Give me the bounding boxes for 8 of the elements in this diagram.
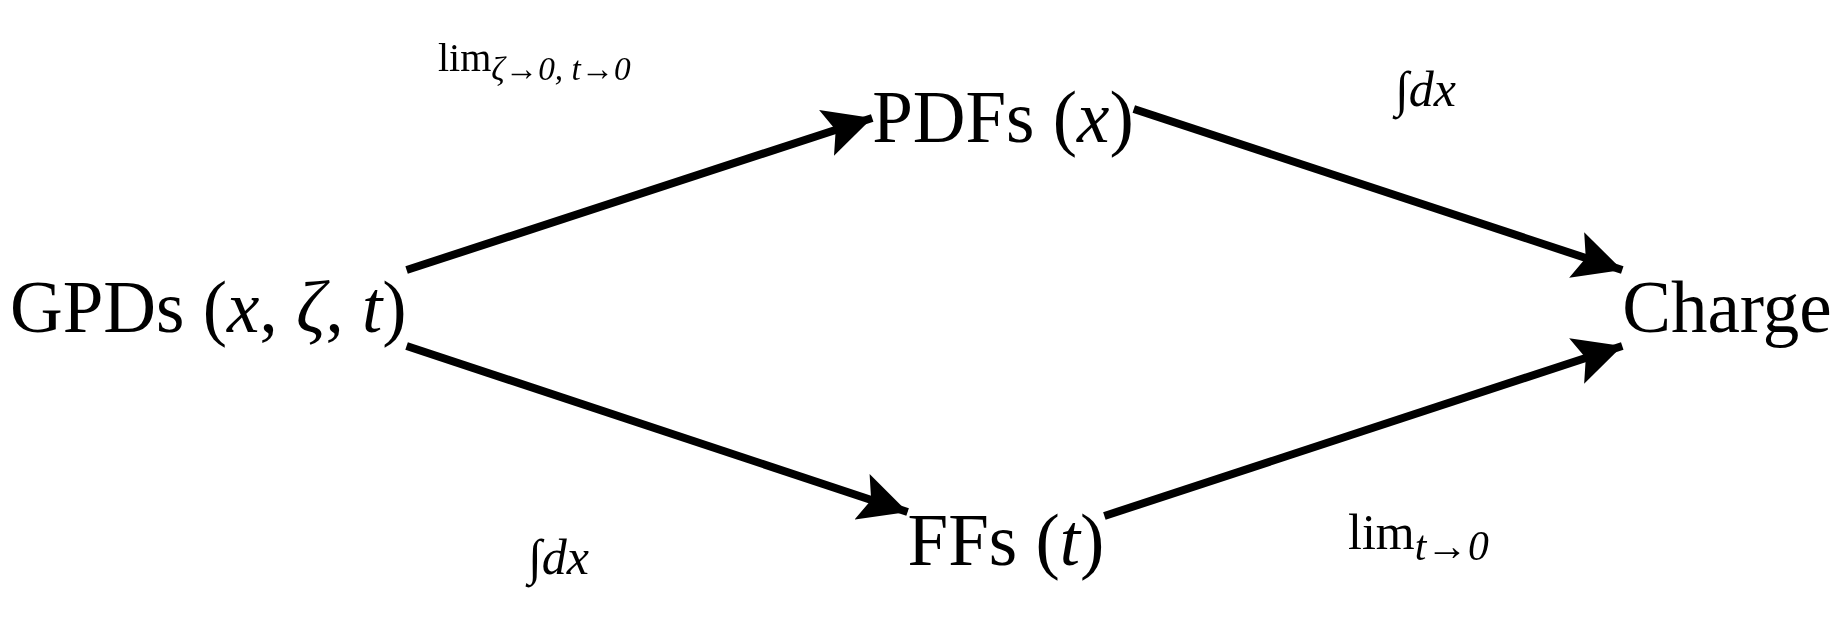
arrow bbox=[1132, 105, 1624, 278]
node-label: Charge bbox=[1622, 267, 1832, 349]
arrow bbox=[405, 110, 874, 274]
node-label: GPDs (x, ζ, t) bbox=[10, 267, 407, 349]
node-label: FFs (t) bbox=[907, 500, 1105, 582]
arrow bbox=[405, 342, 909, 520]
arrow bbox=[1103, 338, 1624, 520]
node-label: PDFs (x) bbox=[872, 77, 1134, 159]
